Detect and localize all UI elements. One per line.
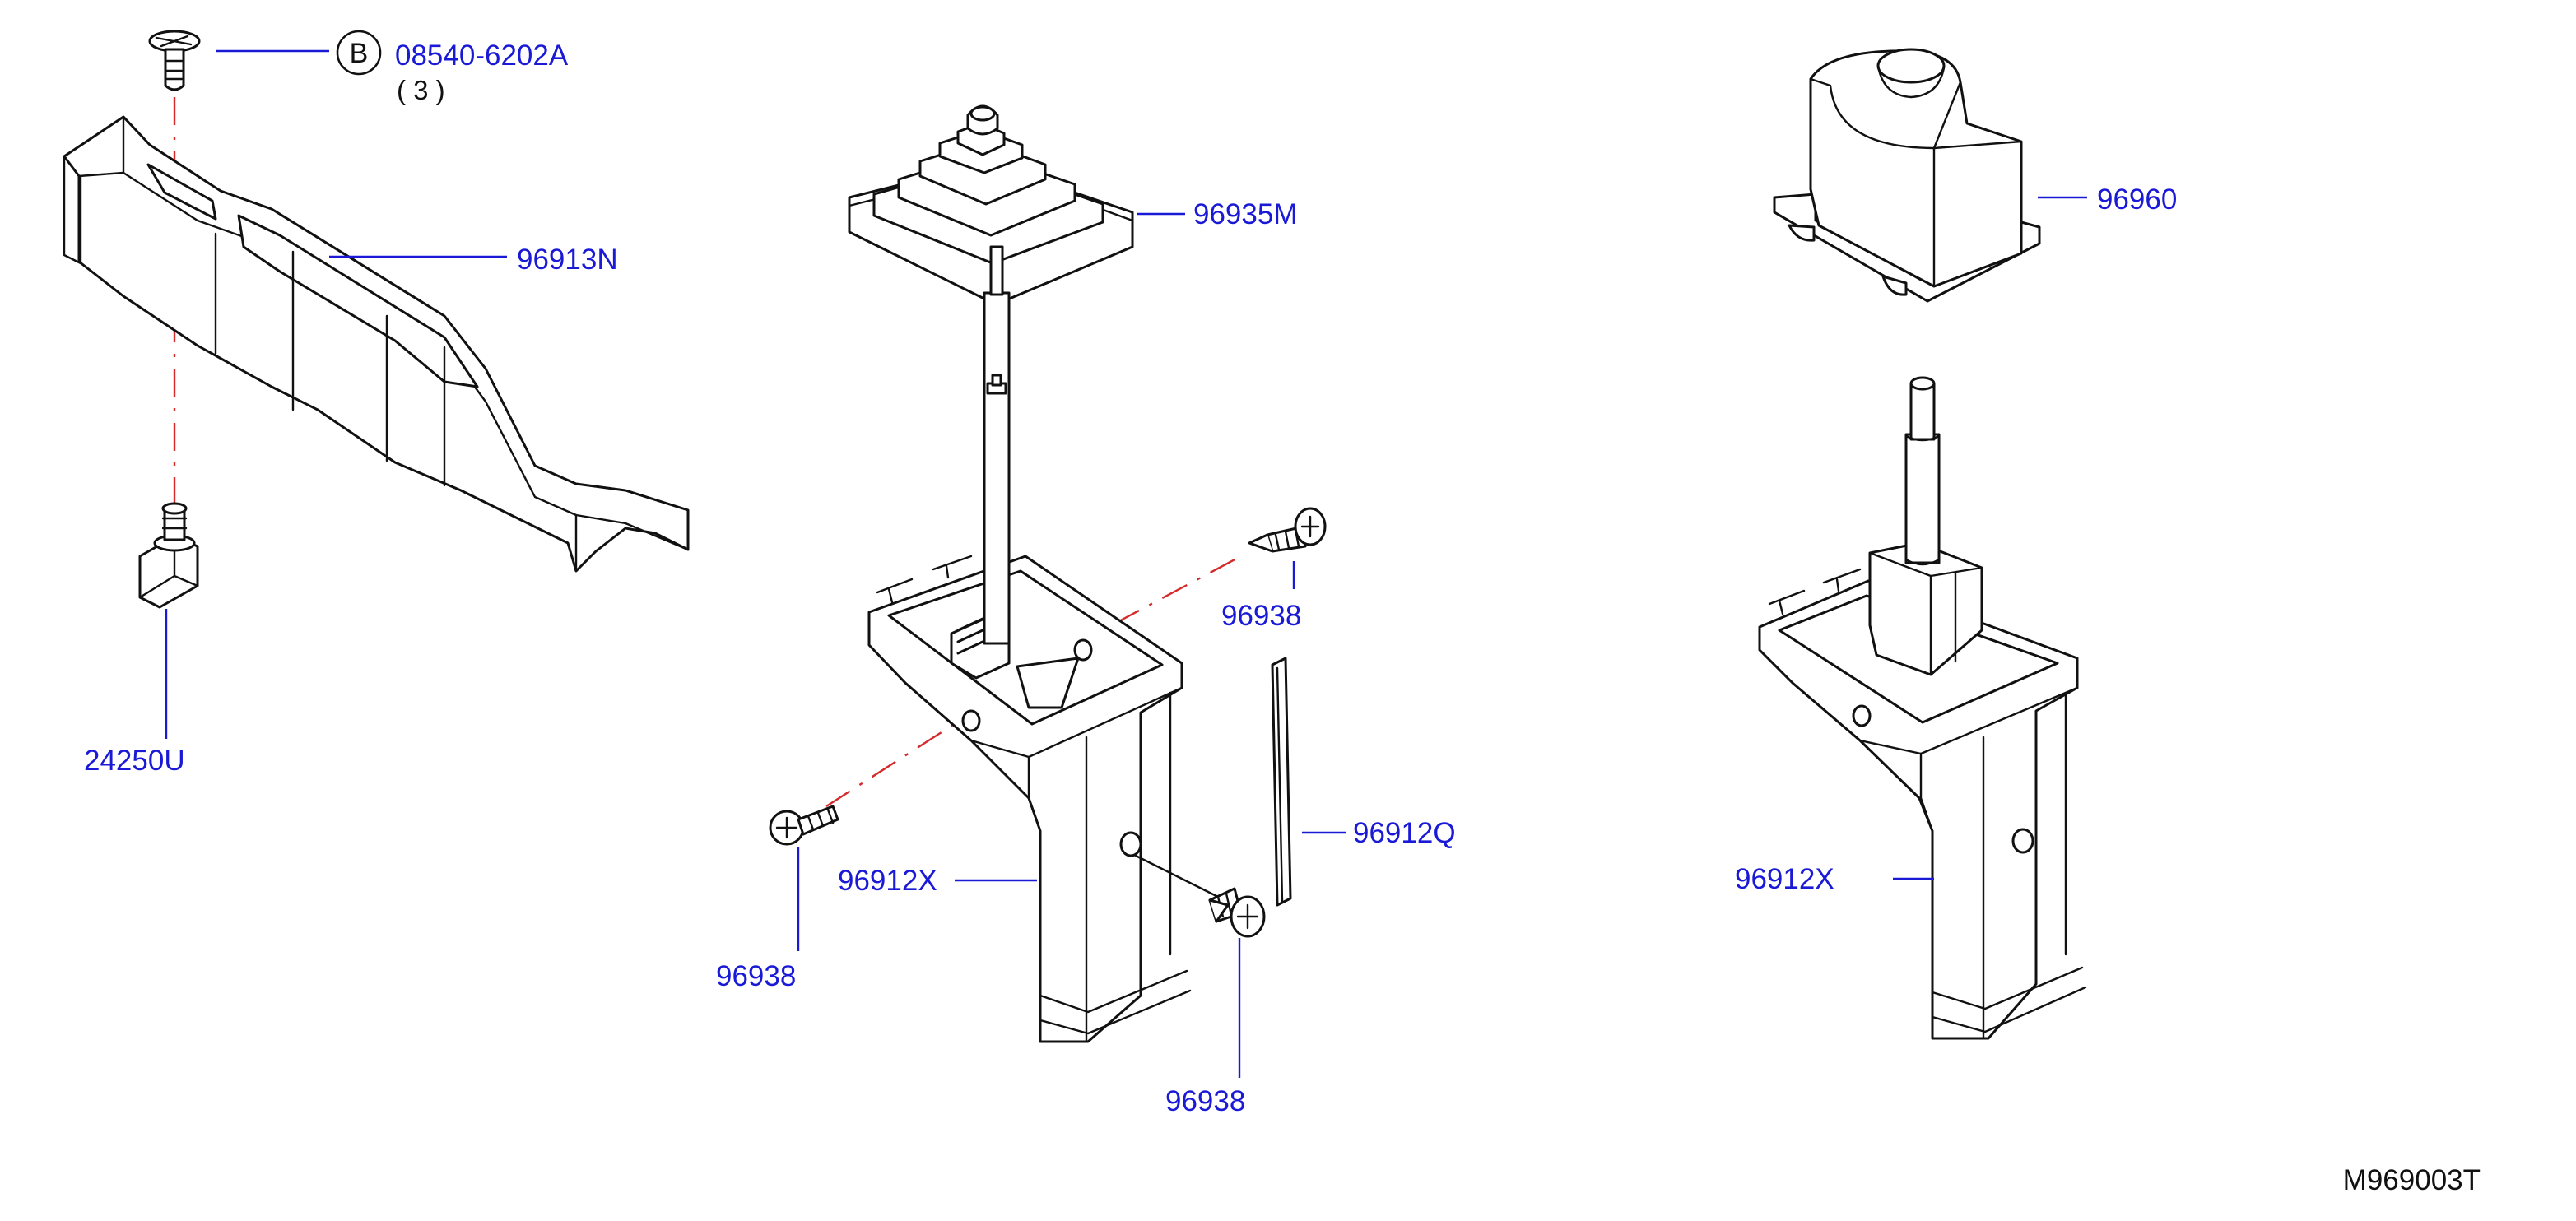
- label-bolt[interactable]: 08540-6202A: [395, 39, 569, 72]
- axis-line-center-top: [1114, 555, 1242, 625]
- screw-96938-bottom: [1208, 887, 1266, 938]
- bolt-08540-6202a: [148, 30, 201, 91]
- label-bracket-right[interactable]: 96912X: [1735, 863, 1834, 895]
- boot-96935m: [848, 104, 1134, 306]
- label-screw-bottom[interactable]: 96938: [1165, 1085, 1245, 1117]
- shifter-bracket-96912x-center: [867, 245, 1192, 1043]
- label-screw-left[interactable]: 96938: [716, 960, 796, 992]
- screw-96938-top: [1248, 507, 1327, 553]
- finisher-96913n: [63, 115, 690, 573]
- label-clip[interactable]: 24250U: [84, 745, 185, 777]
- bolt-badge: B: [350, 38, 369, 69]
- clip-24250u: [138, 502, 199, 609]
- label-finisher[interactable]: 96913N: [517, 244, 618, 276]
- diagram-code: M969003T: [2343, 1164, 2481, 1196]
- axis-line-center-left: [825, 716, 965, 808]
- knob-96960: [1773, 48, 2041, 303]
- seal-96912q: [1271, 657, 1292, 907]
- label-knob[interactable]: 96960: [2097, 183, 2177, 216]
- bolt-badge-circle: [336, 30, 382, 76]
- label-screw-top[interactable]: 96938: [1221, 600, 1301, 632]
- label-bracket-center[interactable]: 96912X: [838, 865, 937, 897]
- label-bolt-qty: ( 3 ): [397, 75, 445, 105]
- screw-96938-left: [769, 805, 839, 846]
- label-boot[interactable]: 96935M: [1193, 198, 1297, 230]
- axis-screw-bottom: [1134, 854, 1220, 898]
- label-seal[interactable]: 96912Q: [1353, 817, 1456, 849]
- shifter-bracket-96912x-right: [1758, 376, 2087, 1040]
